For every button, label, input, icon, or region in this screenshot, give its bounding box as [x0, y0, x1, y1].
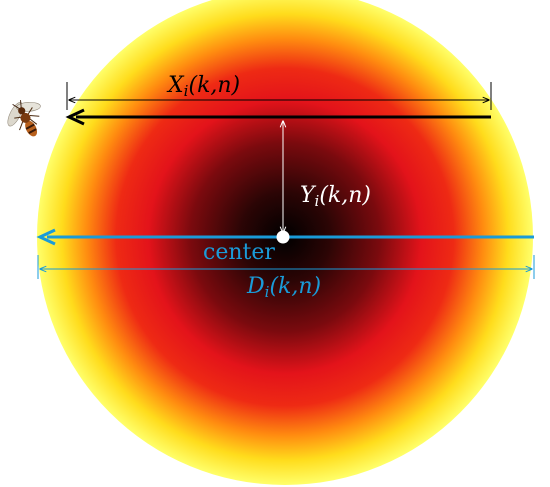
- y-arg: (k,n): [319, 183, 371, 208]
- x-main: X: [166, 73, 185, 98]
- x-sub: i: [184, 82, 189, 100]
- y-distance-label: Yi(k,n): [300, 183, 371, 210]
- x-direction-arrow: [65, 108, 491, 126]
- x-distance-marker: [66, 82, 492, 110]
- diameter-marker: [37, 255, 535, 279]
- center-line-arrow: [36, 228, 534, 246]
- center-dot-icon: [276, 230, 290, 244]
- x-distance-label: Xi(k,n): [166, 73, 240, 100]
- d-main: D: [246, 274, 265, 299]
- x-arg: (k,n): [188, 73, 240, 98]
- center-label: center: [203, 240, 275, 265]
- d-arg: (k,n): [269, 274, 321, 299]
- bee-icon: [7, 100, 41, 137]
- d-sub: i: [265, 283, 270, 301]
- diameter-label: Di(k,n): [246, 274, 321, 301]
- y-sub: i: [315, 192, 320, 210]
- y-main: Y: [300, 183, 317, 208]
